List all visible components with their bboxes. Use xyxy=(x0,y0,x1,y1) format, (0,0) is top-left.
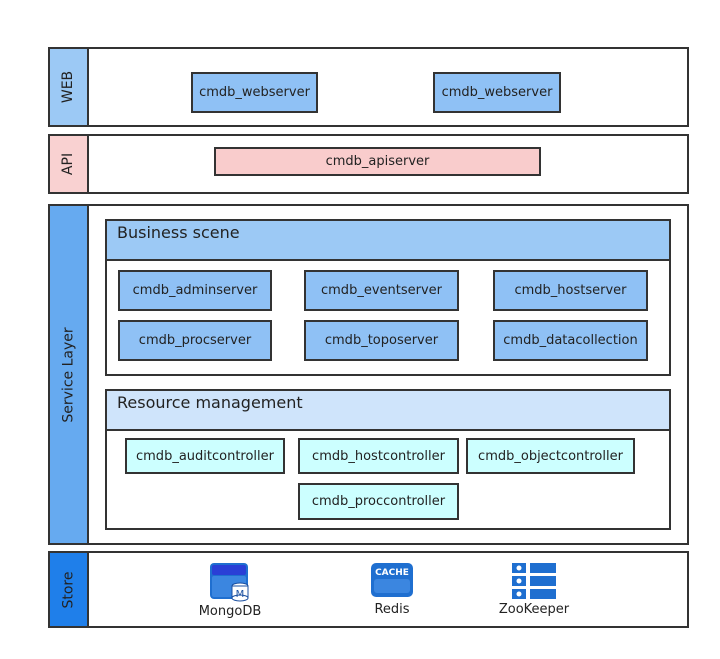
resource-management-header: Resource management xyxy=(105,389,671,431)
zookeeper-icon xyxy=(512,563,556,599)
eventserver-box: cmdb_eventserver xyxy=(304,270,459,311)
proccontroller-box: cmdb_proccontroller xyxy=(298,483,459,520)
cache-icon: CACHE xyxy=(371,563,413,597)
procserver-box: cmdb_procserver xyxy=(118,320,272,361)
business-scene-title: Business scene xyxy=(117,223,240,242)
store-item-zookeeper: ZooKeeper xyxy=(494,562,574,624)
resource-management-title: Resource management xyxy=(117,393,303,412)
auditcontroller-box: cmdb_auditcontroller xyxy=(125,438,285,474)
service-label-text: Service Layer xyxy=(60,326,77,423)
api-layer xyxy=(48,134,689,194)
cache-icon-glyph: CACHE xyxy=(375,568,409,578)
mongodb-icon: M xyxy=(210,563,249,602)
service-layer-label: Service Layer xyxy=(48,204,89,545)
mongodb-label: MongoDB xyxy=(198,604,262,619)
web-label-text: WEB xyxy=(60,70,77,104)
redis-label: Redis xyxy=(374,602,410,617)
datacollection-box: cmdb_datacollection xyxy=(493,320,648,361)
web-layer-label: WEB xyxy=(48,47,89,127)
webserver-box-1: cmdb_webserver xyxy=(191,72,318,113)
api-layer-label: API xyxy=(48,134,89,194)
apiserver-box: cmdb_apiserver xyxy=(214,147,541,176)
api-label-text: API xyxy=(60,152,77,176)
store-label-text: Store xyxy=(60,570,77,609)
adminserver-box: cmdb_adminserver xyxy=(118,270,272,311)
webserver-box-2: cmdb_webserver xyxy=(433,72,561,113)
hostcontroller-box: cmdb_hostcontroller xyxy=(298,438,459,474)
store-layer xyxy=(48,551,689,628)
mongodb-icon-glyph: M xyxy=(236,589,245,600)
zookeeper-label: ZooKeeper xyxy=(498,602,570,617)
toposerver-box: cmdb_toposerver xyxy=(304,320,459,361)
store-layer-label: Store xyxy=(48,551,89,628)
store-item-mongodb: M MongoDB xyxy=(190,562,270,624)
hostserver-box: cmdb_hostserver xyxy=(493,270,648,311)
web-layer xyxy=(48,47,689,127)
objectcontroller-box: cmdb_objectcontroller xyxy=(466,438,635,474)
store-item-redis: CACHE Redis xyxy=(352,562,432,624)
business-scene-header: Business scene xyxy=(105,219,671,261)
